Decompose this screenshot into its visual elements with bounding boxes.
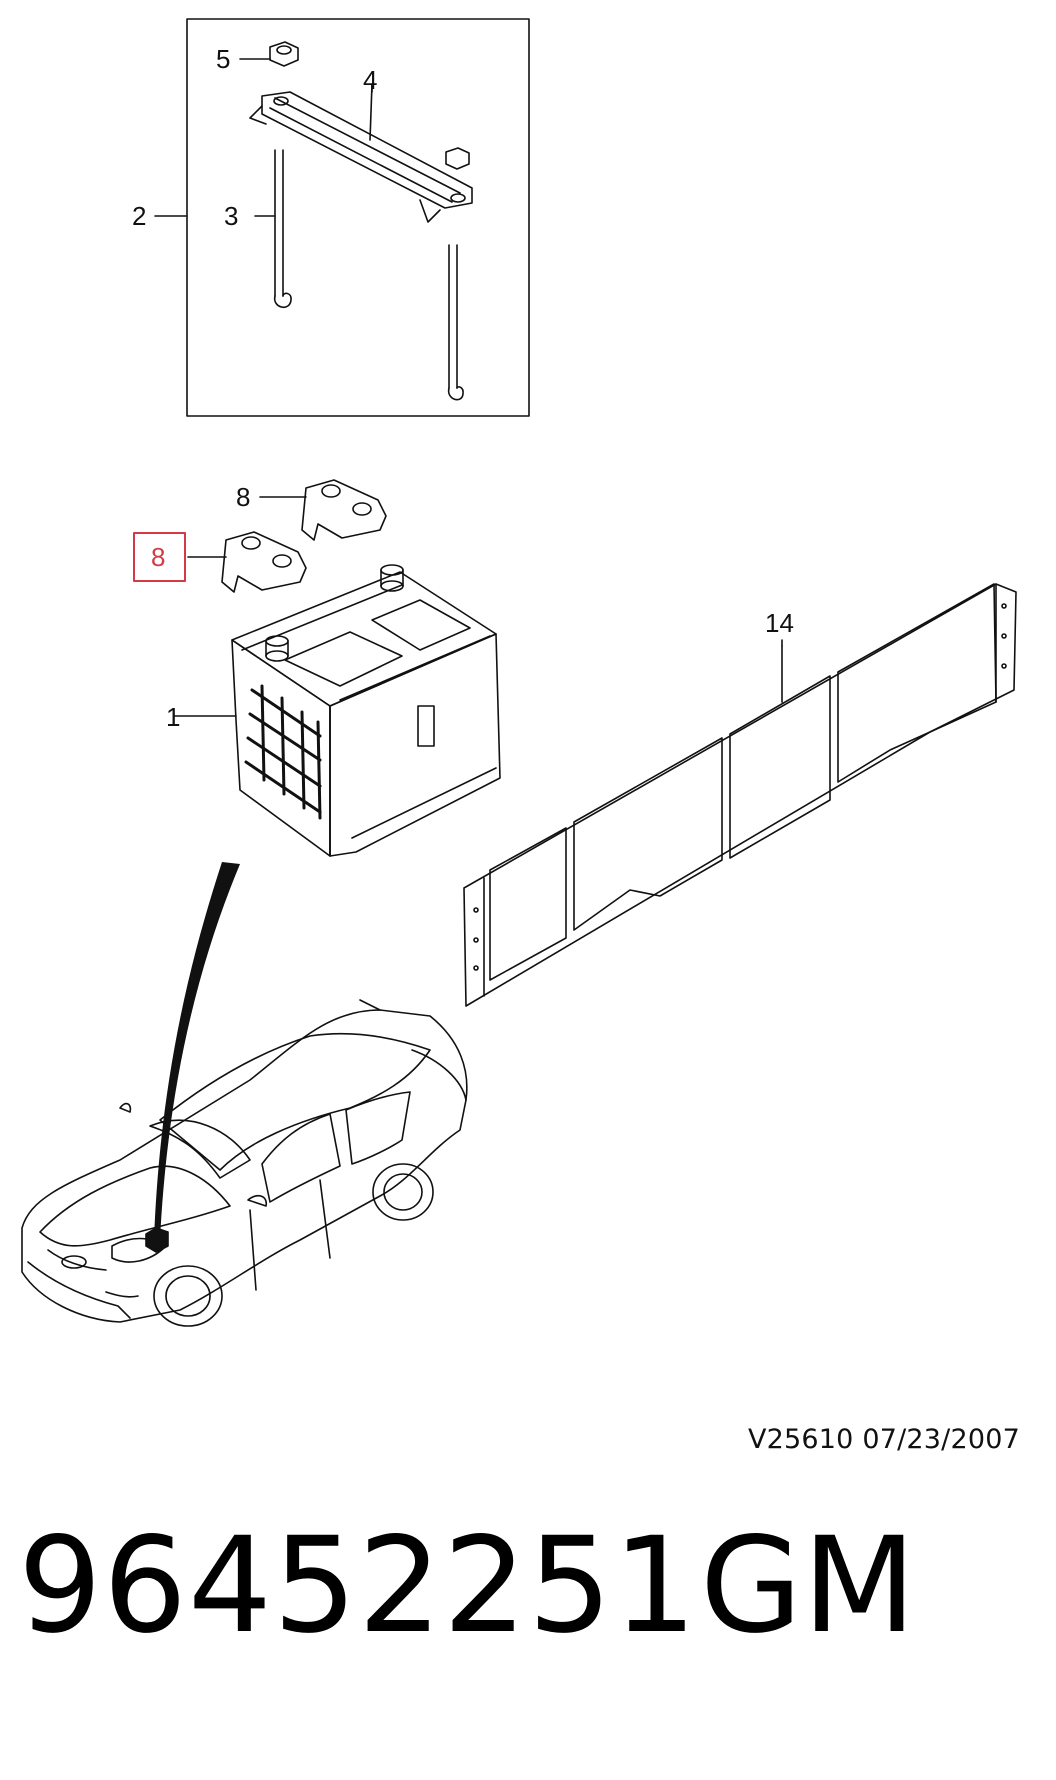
callout-2: 2	[132, 201, 146, 231]
rod-right	[447, 244, 464, 401]
drawing-reference: V25610 07/23/2007	[748, 1424, 1020, 1455]
clamp-bar-part-4	[249, 83, 473, 223]
battery-post-negative	[265, 635, 289, 662]
callout-1: 1	[166, 702, 180, 732]
part-number: 96452251	[18, 1509, 698, 1663]
battery-location-marker	[145, 1227, 169, 1253]
battery-part-1	[174, 564, 501, 857]
callout-14: 14	[765, 608, 794, 638]
terminal-cover-upper	[259, 479, 387, 541]
brand-name: GM	[700, 1509, 917, 1663]
nut-right	[445, 147, 470, 170]
nut-part-5	[239, 41, 299, 67]
callout-3: 3	[224, 201, 238, 231]
callout-4: 4	[363, 65, 377, 95]
rod-part-3-left	[254, 149, 292, 308]
terminal-cover-lower	[187, 531, 307, 593]
insulator-part-14	[463, 583, 1017, 1007]
callout-8-highlighted: 8	[151, 542, 165, 572]
location-pointer	[154, 862, 240, 1240]
battery-post-positive	[380, 564, 404, 592]
kit-frame	[186, 18, 530, 417]
vehicle-outline	[21, 999, 468, 1327]
highlight-box	[133, 532, 186, 582]
callout-5: 5	[216, 44, 230, 74]
hold-down-kit-group	[154, 18, 530, 417]
callout-8-upper: 8	[236, 482, 250, 512]
